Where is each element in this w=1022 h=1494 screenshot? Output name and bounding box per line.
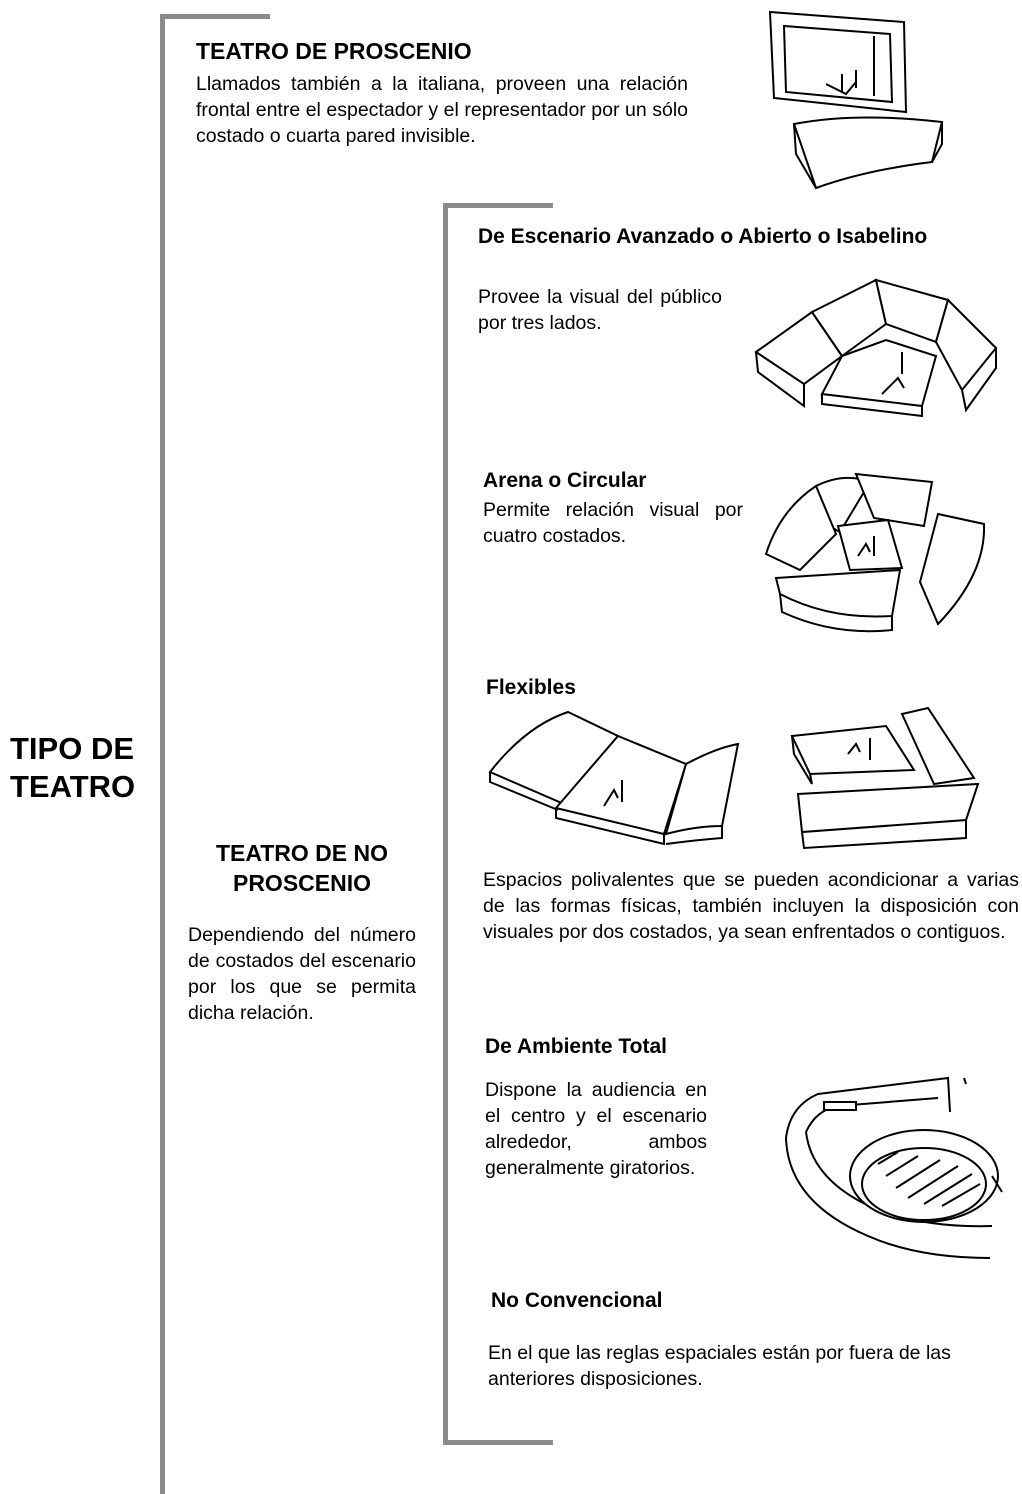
- ambiente-total-description: Dispone la audiencia en el centro y el e…: [485, 1079, 707, 1179]
- avanzado-title: De Escenario Avanzado o Abierto o Isabel…: [478, 225, 928, 248]
- flexibles-title: Flexibles: [486, 676, 576, 699]
- arena-description: Permite relación visual por cuatro costa…: [483, 499, 743, 547]
- avanzado-section: De Escenario Avanzado o Abierto o Isabel…: [478, 222, 958, 251]
- proscenium-stage-icon: [768, 10, 944, 190]
- ambiente-total-title: De Ambiente Total: [485, 1035, 668, 1058]
- arena-section: Arena o Circular Permite relación visual…: [483, 466, 743, 549]
- no-proscenio-bracket-bottom-tick: [443, 1440, 553, 1445]
- no-proscenio-section: TEATRO DE NO PROSCENIO Dependiendo del n…: [188, 838, 416, 1026]
- main-bracket-top-tick: [160, 14, 270, 19]
- total-environment-stage-icon: [785, 1076, 1003, 1259]
- thrust-stage-icon: [754, 278, 998, 418]
- flexible-corner-stage-icon: [790, 706, 980, 850]
- flexibles-description: Espacios polivalentes que se pueden acon…: [483, 869, 1019, 943]
- proscenio-description: Llamados también a la italiana, proveen …: [196, 73, 688, 147]
- main-title: TIPO DE TEATRO: [10, 731, 136, 804]
- proscenio-section: TEATRO DE PROSCENIO Llamados también a l…: [196, 38, 688, 149]
- no-proscenio-bracket-top-tick: [443, 203, 553, 208]
- no-proscenio-description: Dependiendo del número de costados del e…: [188, 924, 416, 1024]
- no-convencional-title: No Convencional: [491, 1289, 663, 1312]
- no-convencional-description: En el que las reglas espaciales están po…: [488, 1342, 951, 1390]
- no-proscenio-title: TEATRO DE NO PROSCENIO: [215, 840, 389, 896]
- no-proscenio-bracket: [443, 203, 448, 1443]
- main-bracket: [160, 14, 165, 1494]
- flexible-stage-icon: [488, 710, 740, 846]
- arena-stage-icon: [764, 472, 986, 633]
- proscenio-title: TEATRO DE PROSCENIO: [196, 38, 472, 64]
- arena-title: Arena o Circular: [483, 469, 647, 492]
- avanzado-description: Provee la visual del público por tres la…: [478, 286, 722, 334]
